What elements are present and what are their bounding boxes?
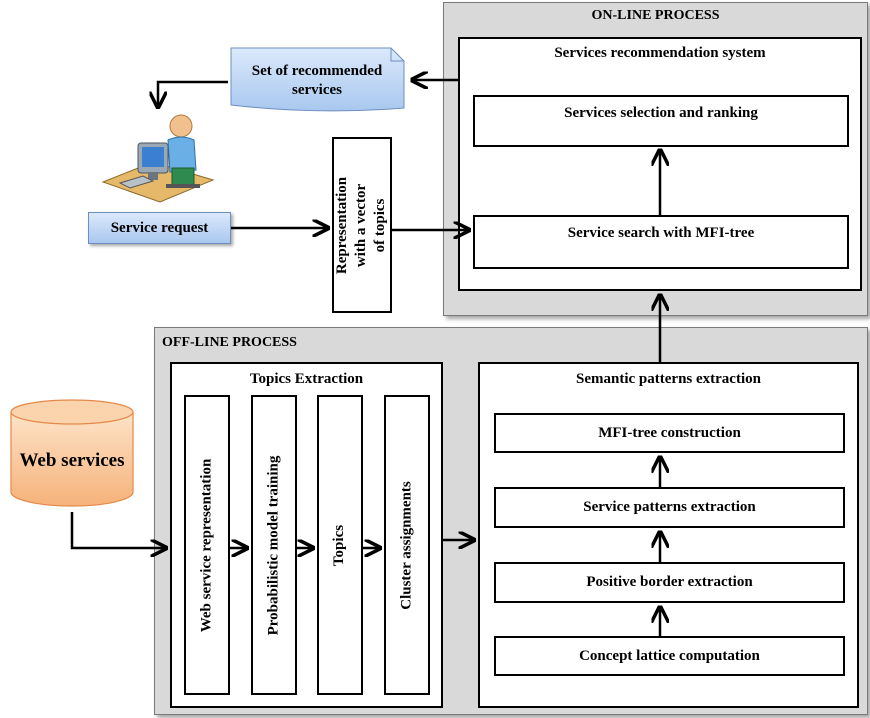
semantic-step-box: Positive border extraction: [494, 562, 845, 603]
recommended-services-label: Set of recommended services: [251, 63, 383, 98]
selection-ranking-label: Services selection and ranking: [564, 105, 758, 121]
document-folded-corner-icon: [230, 47, 405, 112]
selection-ranking-box: Services selection and ranking: [473, 95, 849, 147]
semantic-step-label: Service patterns extraction: [583, 499, 756, 515]
service-request-box: Service request: [88, 212, 231, 244]
recommendation-system-title: Services recommendation system: [554, 45, 766, 61]
semantic-step-box: Service patterns extraction: [494, 487, 845, 528]
topic-vector-box: Representation with a vector of topics: [332, 137, 392, 313]
arrow-recommended-to-user: [158, 80, 228, 107]
topics-step-box: Cluster assignments: [384, 395, 430, 695]
service-search-label: Service search with MFI-tree: [567, 225, 755, 241]
arrow-webservices-to-topics: [70, 512, 166, 548]
semantic-step-label: Positive border extraction: [586, 574, 753, 590]
offline-process-title: OFF-LINE PROCESS: [162, 335, 297, 350]
web-services-label: Web services: [19, 449, 125, 471]
semantic-step-label: MFI-tree construction: [598, 424, 741, 441]
topics-step-box: Web service representation: [184, 395, 230, 695]
service-search-box: Service search with MFI-tree: [473, 215, 849, 269]
semantic-step-box: MFI-tree construction: [494, 413, 845, 453]
service-request-label: Service request: [110, 219, 209, 236]
topics-step-box: Probabilistic model training: [251, 395, 297, 695]
semantic-step-box: Concept lattice computation: [494, 636, 845, 676]
online-process-title: ON-LINE PROCESS: [591, 8, 720, 23]
semantic-patterns-title: Semantic patterns extraction: [576, 371, 761, 387]
topics-extraction-title: Topics Extraction: [249, 371, 364, 387]
semantic-step-label: Concept lattice computation: [579, 647, 760, 664]
topics-step-box: Topics: [317, 395, 363, 695]
user-at-computer-icon: [101, 114, 215, 203]
database-cylinder-icon: [10, 399, 134, 507]
